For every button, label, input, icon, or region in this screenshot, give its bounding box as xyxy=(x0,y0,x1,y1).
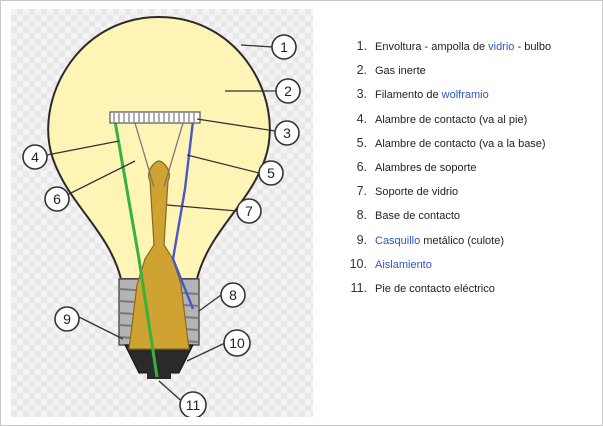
legend-text: Envoltura - ampolla de vidrio - bulbo xyxy=(375,41,551,53)
legend-text: Aislamiento xyxy=(375,259,432,271)
parts-legend: 1. Envoltura - ampolla de vidrio - bulbo 2… xyxy=(331,39,602,305)
legend-text-segment: Filamento de xyxy=(375,89,442,102)
legend-text-segment: Pie de contacto eléctrico xyxy=(375,282,495,295)
legend-text: Soporte de vidrio xyxy=(375,186,458,198)
callout-label: 5 xyxy=(267,165,275,181)
legend-number: 2. xyxy=(356,63,367,78)
callout-label: 3 xyxy=(283,125,291,141)
callout-3: 3 xyxy=(274,120,300,146)
legend-number: 1. xyxy=(356,39,367,53)
legend-item: 6. Alambres de soporte xyxy=(331,159,602,184)
legend-text: Base de contacto xyxy=(375,210,460,222)
legend-text: Alambres de soporte xyxy=(375,162,477,174)
legend-text-segment: metálico (culote) xyxy=(420,234,505,247)
callout-label: 8 xyxy=(229,287,237,303)
callout-label: 10 xyxy=(229,335,245,351)
legend-item: 1. Envoltura - ampolla de vidrio - bulbo xyxy=(331,39,602,63)
legend-item: 11. Pie de contacto eléctrico xyxy=(331,280,602,305)
callout-label: 4 xyxy=(31,149,39,165)
bulb-diagram-panel: 1 2 3 4 5 6 7 8 9 10 11 xyxy=(11,9,313,417)
legend-link[interactable]: wolframio xyxy=(441,89,489,102)
callout-label: 7 xyxy=(245,203,253,219)
legend-link[interactable]: vidrio xyxy=(488,41,515,53)
legend-number: 11. xyxy=(350,280,367,295)
legend-number: 10. xyxy=(349,256,367,271)
legend-text-segment: Envoltura - ampolla de xyxy=(375,41,489,53)
legend-text-segment: Alambre de contacto (va a la base) xyxy=(375,137,546,150)
legend-text-segment: Gas inerte xyxy=(375,65,426,78)
legend-item: 9. Casquillo metálico (culote) xyxy=(331,232,602,257)
glass-support-stem xyxy=(128,160,190,350)
legend-item: 3. Filamento de wolframio xyxy=(331,87,602,111)
legend-text-segment: - bulbo xyxy=(514,41,552,53)
callout-label: 11 xyxy=(186,397,201,413)
callout-2: 2 xyxy=(275,78,301,104)
legend-item: 4. Alambre de contacto (va al pie) xyxy=(331,111,602,136)
legend-number: 8. xyxy=(356,208,367,223)
callout-9: 9 xyxy=(54,306,80,332)
callout-label: 2 xyxy=(284,83,292,99)
support-wires xyxy=(134,122,184,188)
legend-number: 4. xyxy=(356,111,367,126)
legend-text-segment: Alambres de soporte xyxy=(375,161,477,174)
legend-number: 5. xyxy=(356,135,367,150)
callout-1: 1 xyxy=(271,34,297,60)
callout-label: 6 xyxy=(53,191,61,207)
legend-text-segment: Base de contacto xyxy=(375,210,461,223)
callout-4: 4 xyxy=(22,144,48,170)
callout-7: 7 xyxy=(236,198,262,224)
legend-link[interactable]: Casquillo xyxy=(375,234,421,247)
legend-text: Alambre de contacto (va a la base) xyxy=(375,138,546,150)
legend-item: 2. Gas inerte xyxy=(331,63,602,87)
legend-text-segment: Alambre de contacto (va al pie) xyxy=(375,113,528,126)
legend-number: 9. xyxy=(356,232,367,247)
tungsten-filament xyxy=(109,111,201,124)
callout-11: 11 xyxy=(179,391,207,417)
legend-number: 7. xyxy=(356,184,367,199)
legend-number: 3. xyxy=(356,87,367,102)
legend-item: 5. Alambre de contacto (va a la base) xyxy=(331,135,602,160)
callout-8: 8 xyxy=(220,282,246,308)
callout-label: 1 xyxy=(280,39,288,55)
callout-6: 6 xyxy=(44,186,70,212)
legend-text: Casquillo metálico (culote) xyxy=(375,235,504,247)
legend-text: Alambre de contacto (va al pie) xyxy=(375,114,527,126)
legend-number: 6. xyxy=(356,159,367,174)
legend-text: Pie de contacto eléctrico xyxy=(375,283,495,295)
legend-item: 7. Soporte de vidrio xyxy=(331,184,602,208)
legend-link[interactable]: Aislamiento xyxy=(375,258,432,271)
legend-text: Gas inerte xyxy=(375,65,426,77)
light-bulb-diagram: 1 2 3 4 5 6 7 8 9 10 11 xyxy=(22,15,301,417)
callout-10: 10 xyxy=(223,329,251,357)
callout-5: 5 xyxy=(258,160,284,186)
legend-item: 10. Aislamiento xyxy=(331,256,602,281)
legend-text: Filamento de wolframio xyxy=(375,89,489,101)
bulb-glass-envelope xyxy=(47,15,271,280)
callout-label: 9 xyxy=(63,311,71,327)
legend-item: 8. Base de contacto xyxy=(331,208,602,232)
legend-text-segment: Soporte de vidrio xyxy=(375,186,459,199)
